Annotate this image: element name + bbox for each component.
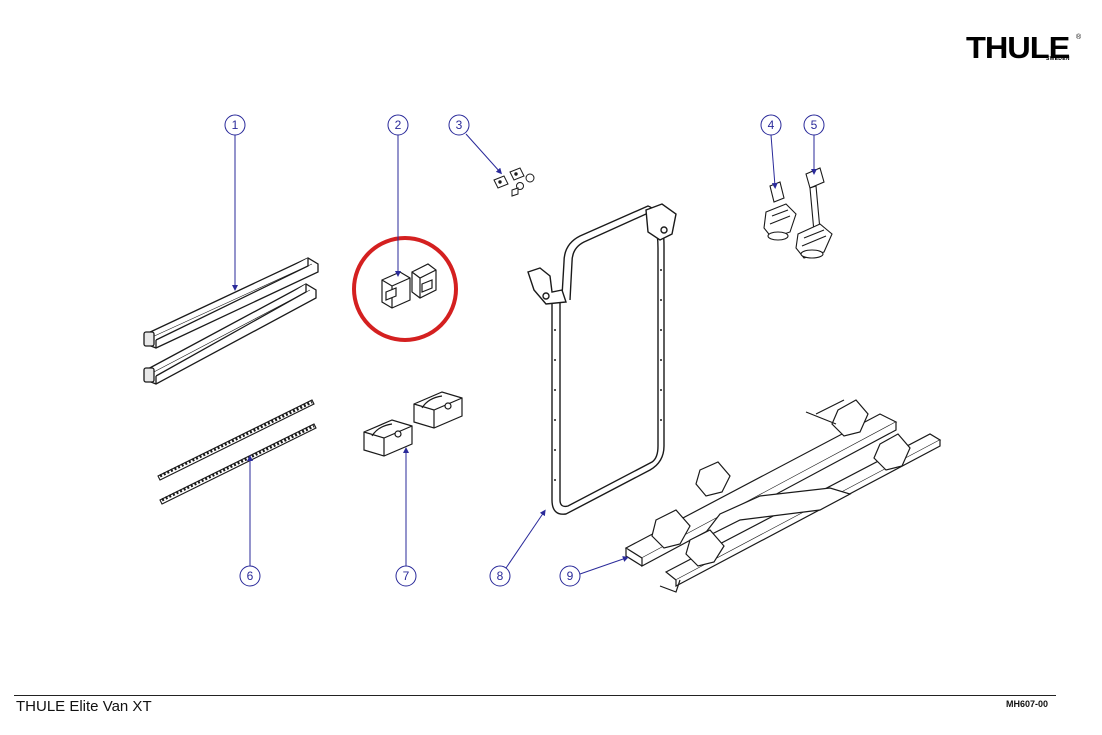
footer-divider: [14, 695, 1056, 696]
part-9-carrier-platform: [624, 399, 942, 593]
footer-product-title: THULE Elite Van XT: [16, 698, 152, 715]
part-1-rails: [143, 257, 319, 385]
part-4-wheel-holder: [763, 181, 797, 241]
callout-1: 1: [224, 114, 246, 291]
callout-3: 3: [448, 114, 503, 175]
callout-9: 9: [559, 556, 629, 587]
logo-wordmark: THULE: [966, 30, 1070, 65]
callout-7-label: 7: [403, 569, 410, 583]
part-3-hardware: [493, 167, 535, 197]
part-2-highlight-circle: [352, 236, 458, 342]
part-8-frame-holes: [554, 269, 662, 481]
callout-2-label: 2: [395, 118, 402, 132]
part-5-wheel-holder: [795, 167, 833, 259]
callout-4: 4: [760, 114, 782, 189]
callout-7: 7: [395, 447, 417, 587]
callout-4-label: 4: [768, 118, 775, 132]
footer-drawing-code: MH607-00: [1006, 699, 1049, 709]
part-8-frame: [527, 203, 677, 515]
part-7-clamp-blocks: [363, 391, 463, 457]
callout-6: 6: [239, 455, 261, 587]
callout-3-label: 3: [456, 118, 463, 132]
callout-1-label: 1: [232, 118, 239, 132]
callout-2: 2: [387, 114, 409, 277]
callout-8-label: 8: [497, 569, 504, 583]
thule-logo: THULE SWEDEN ®: [966, 32, 1084, 68]
part-6-straps: [157, 399, 317, 505]
part-2-clamp-set: [381, 263, 437, 309]
callout-5-label: 5: [811, 118, 818, 132]
logo-registered-mark: ®: [1076, 34, 1082, 41]
logo-subtext: SWEDEN: [1046, 56, 1070, 62]
callout-8: 8: [489, 509, 546, 587]
callout-6-label: 6: [247, 569, 254, 583]
callout-9-label: 9: [567, 569, 574, 583]
callout-5: 5: [803, 114, 825, 175]
